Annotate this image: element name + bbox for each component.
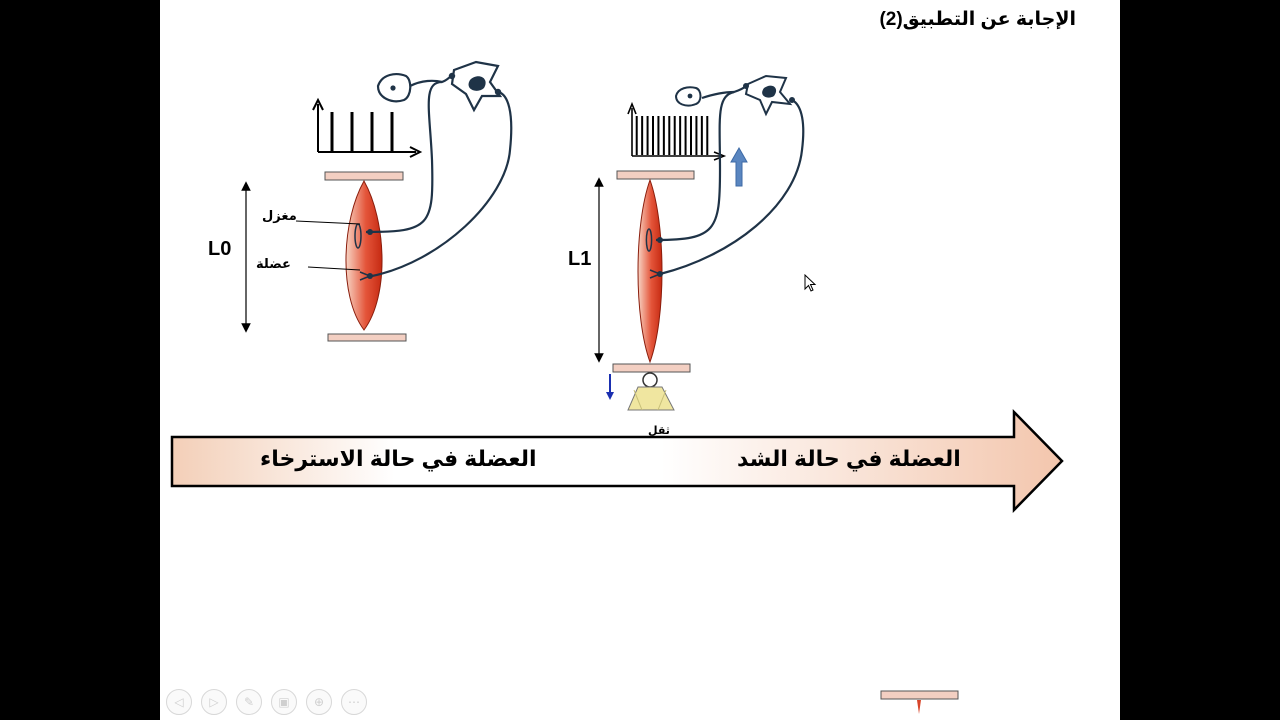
motor-fiber-stretched: [659, 99, 805, 276]
muscle-label: عضلة: [256, 256, 291, 271]
progression-arrow: [170, 408, 1064, 514]
bottom-plate: [612, 363, 691, 373]
spindle-stretched: [645, 228, 653, 252]
impulse-spikes-relaxed: [330, 112, 394, 151]
length-label-l0: L0: [208, 238, 232, 260]
bottom-plate: [327, 333, 407, 342]
muscle-stretched: [637, 178, 663, 364]
spindle-label: مغزل: [262, 208, 297, 223]
pen-icon[interactable]: ✎: [236, 689, 262, 715]
stretched-state-label: العضلة في حالة الشد: [737, 446, 961, 471]
sensory-fiber-stretched: [655, 85, 747, 242]
sensory-fiber-relaxed: [365, 74, 453, 234]
figure-relaxed: [241, 60, 513, 342]
figure-stretched: [594, 74, 805, 411]
mouse-cursor-icon: [804, 274, 817, 292]
weight-label: ثقل: [648, 425, 670, 436]
slide-title: الإجابة عن التطبيق(2): [879, 9, 1076, 30]
muscle-relaxed: [345, 179, 383, 331]
relaxed-state-label: العضلة في حالة الاسترخاء: [260, 446, 537, 471]
sensory-neuron-stretched: [674, 86, 702, 107]
length-label-l1: L1: [568, 248, 592, 270]
slide: الإجابة عن التطبيق(2) L0 L1 مغزل عضلة ثق…: [160, 0, 1120, 720]
impulse-recording-relaxed: [312, 97, 423, 158]
presentation-toolbar: ◁ ▷ ✎ ▣ ⊕ ⋯: [166, 689, 367, 715]
top-plate: [324, 171, 404, 181]
zoom-icon[interactable]: ⊕: [306, 689, 332, 715]
physiology-diagram: [170, 60, 1064, 714]
next-icon[interactable]: ▷: [201, 689, 227, 715]
partial-figure-next: [880, 690, 959, 714]
prev-icon[interactable]: ◁: [166, 689, 192, 715]
down-arrow-icon: [606, 374, 614, 400]
top-plate: [616, 170, 695, 180]
weight: [627, 372, 675, 411]
sensory-neuron-relaxed: [376, 73, 412, 103]
slides-icon[interactable]: ▣: [271, 689, 297, 715]
impulse-spikes-stretched: [635, 116, 709, 155]
impulse-recording-stretched: [627, 101, 727, 161]
up-arrow-icon: [730, 146, 748, 187]
motor-neuron-relaxed: [450, 60, 503, 113]
motor-neuron-stretched: [744, 74, 793, 117]
more-icon[interactable]: ⋯: [341, 689, 367, 715]
motor-fiber-relaxed: [371, 90, 513, 278]
